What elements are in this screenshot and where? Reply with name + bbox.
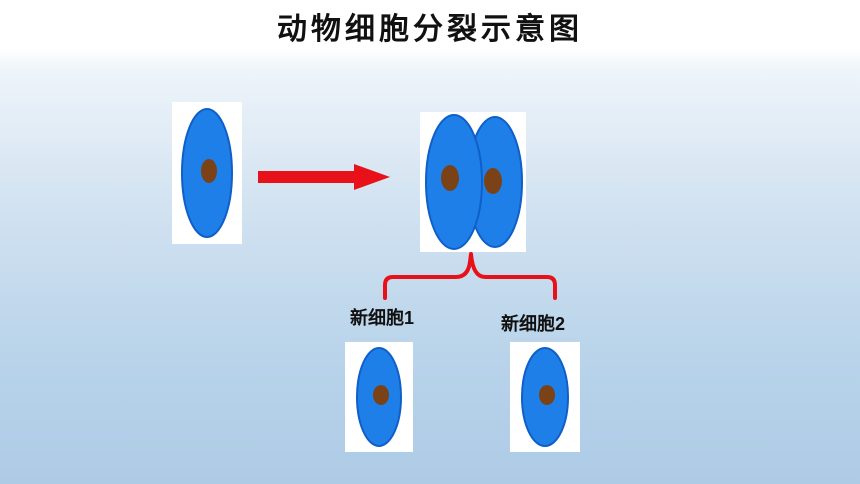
dividing-cell-card xyxy=(420,112,526,252)
dividing-cell xyxy=(425,114,523,250)
division-arrow xyxy=(258,164,390,190)
new-cell-1-nucleus xyxy=(373,385,389,405)
dividing-nucleus-left xyxy=(441,165,459,191)
new-cell-2-card xyxy=(510,342,580,452)
new-cell-1-card xyxy=(345,342,413,452)
dividing-nucleus-right xyxy=(484,168,502,194)
parent-nucleus xyxy=(201,159,217,183)
new-cell-1 xyxy=(356,347,402,447)
parent-cell-card xyxy=(172,102,242,244)
split-bracket xyxy=(383,252,557,300)
new-cell-2-nucleus xyxy=(539,385,555,405)
parent-cell xyxy=(181,108,233,238)
new-cell-1-label: 新细胞1 xyxy=(350,308,415,328)
page-title: 动物细胞分裂示意图 xyxy=(277,12,583,47)
new-cell-2 xyxy=(521,347,569,447)
new-cell-2-label: 新细胞2 xyxy=(501,314,566,334)
